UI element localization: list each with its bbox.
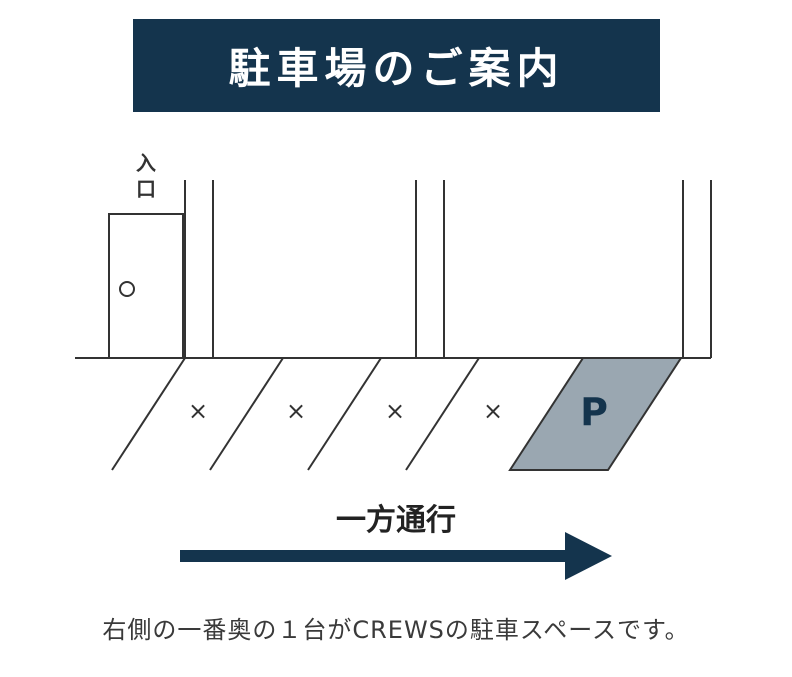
entrance-door (108, 213, 184, 359)
occupied-spot-mark: × (188, 397, 208, 425)
occupied-spot-mark: × (483, 397, 503, 425)
one-way-label: 一方通行 (336, 503, 456, 538)
one-way-arrow-icon (180, 532, 612, 580)
caption-text: 右側の一番奥の１台がCREWSの駐車スペースです。 (102, 616, 690, 644)
occupied-spot-mark: × (385, 397, 405, 425)
building-walls (184, 180, 712, 358)
door-knob-icon (119, 281, 135, 297)
page-title: 駐車場のご案内 (228, 44, 565, 93)
spot-dividers (111, 357, 480, 471)
entrance-label: 入口 (136, 151, 156, 201)
parking-p-label: P (580, 390, 608, 434)
occupied-spot-mark: × (286, 397, 306, 425)
reserved-parking-spot (508, 357, 683, 471)
title-banner: 駐車場のご案内 (133, 19, 660, 112)
spot-marks: × × × × P (188, 390, 608, 434)
